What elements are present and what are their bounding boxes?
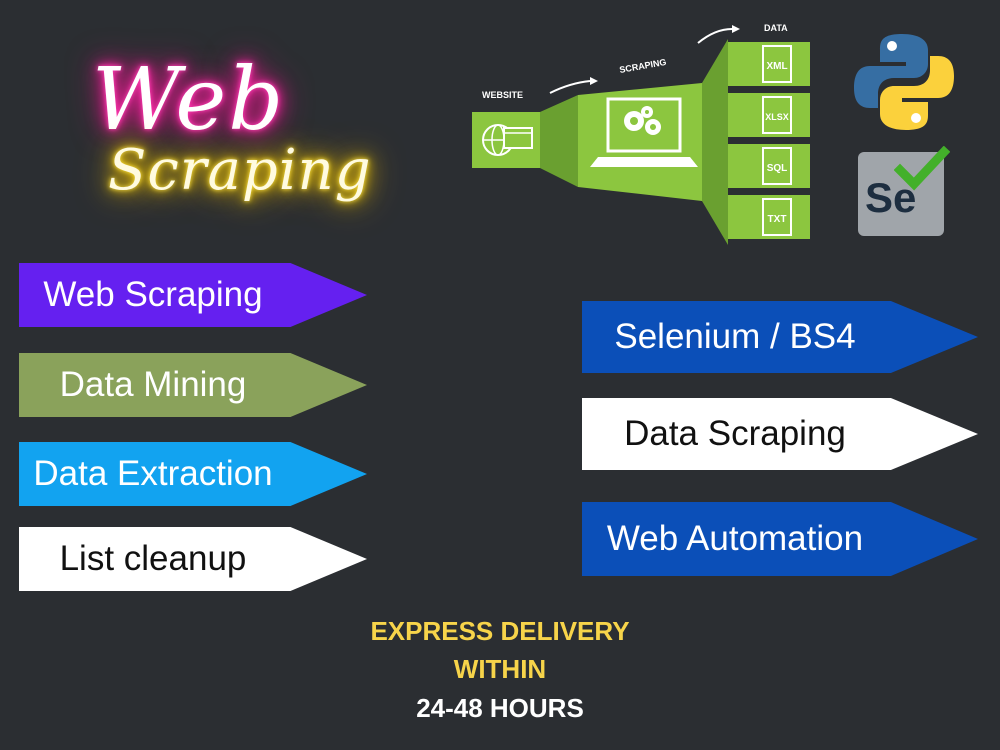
- scraping-label: SCRAPING: [619, 57, 668, 75]
- tag-web-automation: Web Automation: [582, 502, 978, 576]
- tag-data-scraping: Data Scraping: [582, 398, 978, 470]
- tag-label: List cleanup: [59, 539, 247, 578]
- format-xlsx: XLSX: [765, 112, 789, 122]
- title-line-web: Web: [92, 50, 286, 150]
- python-logo-icon: [854, 34, 954, 130]
- format-boxes: XML XLSX SQL TXT: [728, 42, 810, 239]
- tag-selenium-bs4: Selenium / BS4: [582, 301, 978, 373]
- data-label: DATA: [764, 23, 788, 33]
- tag-label: Data Scraping: [624, 414, 846, 453]
- website-label: WEBSITE: [482, 90, 523, 100]
- hours-line: 24-48 HOURS: [416, 693, 584, 723]
- format-xml: XML: [766, 61, 787, 72]
- format-txt: TXT: [768, 214, 787, 225]
- tag-data-mining: Data Mining: [19, 353, 367, 417]
- checkmark-icon: [894, 146, 950, 191]
- globe-icon: [482, 124, 533, 156]
- title-line-scraping: Scraping: [108, 138, 372, 203]
- tag-label: Web Automation: [606, 519, 864, 558]
- tag-label: Web Scraping: [43, 275, 263, 314]
- tag-list-cleanup: List cleanup: [19, 527, 367, 591]
- selenium-logo-icon: Se: [858, 146, 950, 236]
- tag-label: Data Mining: [59, 365, 247, 404]
- laptop-gears-icon: [590, 97, 698, 167]
- format-sql: SQL: [767, 163, 788, 174]
- tag-label: Data Extraction: [33, 454, 273, 493]
- scraping-diagram: WEBSITE SCRAPING DATA: [472, 23, 810, 245]
- tag-data-extraction: Data Extraction: [19, 442, 367, 506]
- express-delivery-line: EXPRESS DELIVERY: [370, 616, 630, 646]
- tag-web-scraping: Web Scraping: [19, 263, 367, 327]
- tag-label: Selenium / BS4: [614, 317, 856, 356]
- within-line: WITHIN: [453, 654, 547, 684]
